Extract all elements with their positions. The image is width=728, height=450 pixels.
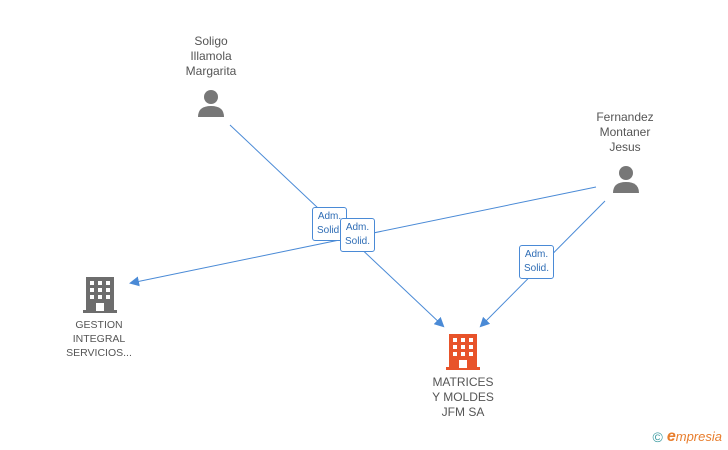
person-name-soligo[interactable]: Soligo Illamola Margarita [185, 34, 237, 78]
empresia-logo[interactable]: empresia [666, 428, 722, 445]
edge-label-adm-solid[interactable]: Adm. Solid. [340, 218, 376, 252]
person-icon[interactable] [611, 164, 641, 194]
edge-label-adm-solid[interactable]: Adm. Solid. [519, 245, 555, 279]
person-name-fernandez[interactable]: Fernandez Montaner Jesus [596, 110, 654, 154]
copyright-icon: © [652, 429, 663, 445]
company-name-matrices[interactable]: MATRICES Y MOLDES JFM SA [432, 375, 494, 419]
building-icon[interactable] [446, 334, 480, 370]
building-icon[interactable] [83, 277, 117, 313]
company-name-gestion[interactable]: GESTION INTEGRAL SERVICIOS... [66, 319, 132, 359]
person-icon[interactable] [196, 88, 226, 118]
footer-branding: © empresia [653, 428, 722, 446]
